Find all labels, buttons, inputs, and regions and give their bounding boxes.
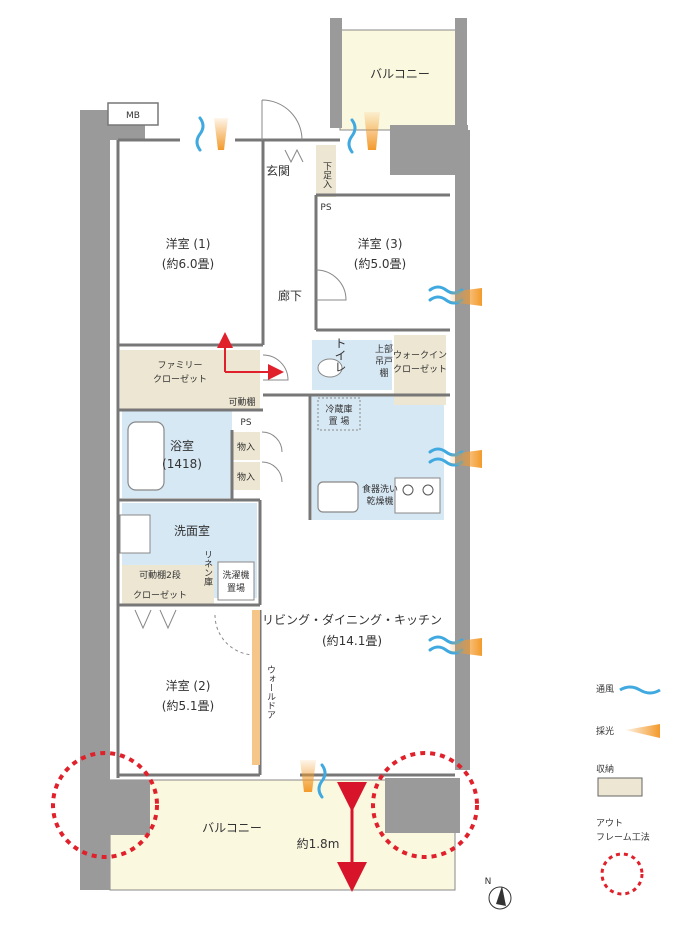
ldk-name: リビング・ダイニング・キッチン [262, 612, 442, 627]
wall-door-label: ウォールドア [265, 665, 276, 719]
washer-label-1: 洗濯機 [222, 569, 249, 581]
washer-space [217, 561, 255, 601]
interior-walls [116, 138, 455, 778]
legend-light-label: 採光 [596, 725, 614, 737]
movable-shelf-label: 可動棚 [228, 396, 255, 408]
balcony-top-area [339, 29, 459, 131]
corridor-label: 廊下 [278, 288, 302, 303]
genkan-label: 玄関 [266, 163, 290, 178]
washer-label-2: 置場 [227, 582, 245, 594]
bath-size: (1418) [162, 457, 202, 471]
burner-1 [402, 484, 414, 496]
outframe-circle-left [51, 751, 159, 859]
balcony-bottom-label: バルコニー [202, 821, 262, 835]
wall-door-strip [252, 610, 260, 765]
storage-label-2: 物入 [237, 471, 255, 483]
closet-label: クローゼット [133, 589, 187, 601]
ldk-size: (約14.1畳) [322, 633, 382, 648]
walkin-label-2: クローゼット [393, 363, 447, 375]
upper-shelf-label-1: 上部 [375, 343, 393, 355]
door-arc-w3 [315, 269, 347, 301]
family-closet-fill [120, 350, 260, 410]
fridge-space [317, 397, 361, 431]
legend-outframe-label-2: フレーム工法 [596, 831, 650, 843]
fridge-label-2: 置 場 [329, 415, 350, 427]
north-indicator [488, 886, 512, 910]
western2-name: 洋室 (2) [166, 678, 211, 693]
door-arc-w1 [262, 354, 289, 381]
closet-bottom-fill [122, 565, 200, 605]
western2-size: (約5.1畳) [162, 698, 214, 713]
legend-storage-swatch [597, 777, 643, 797]
legend-storage-label: 収納 [596, 763, 614, 775]
burner-2 [422, 484, 434, 496]
outframe-circle-right [371, 751, 479, 859]
bath-name: 浴室 [170, 438, 194, 453]
closet-doors-bottom [134, 609, 177, 630]
western1-name: 洋室 (1) [166, 236, 211, 251]
walkin-label-1: ウォークイン [393, 350, 447, 361]
toilet-label: トイレ [333, 337, 347, 373]
toilet-bowl [317, 358, 343, 378]
storage-fill-1 [232, 432, 260, 460]
upper-shelf-label-2: 吊戸 [375, 356, 393, 367]
legend-light-icon [625, 724, 660, 738]
wind-light-bottom [300, 760, 327, 799]
storage-fill-2 [232, 462, 260, 490]
wind-light-top-right [347, 112, 380, 154]
dishwasher-label-2: 乾燥機 [366, 495, 393, 507]
wind-light-right-3 [428, 635, 482, 656]
shoes-label: 下足入 [321, 162, 332, 189]
linen-label: リネン庫 [202, 550, 213, 587]
wind-light-right-2 [428, 447, 482, 468]
door-arc-storage [261, 431, 283, 483]
washbasin [119, 514, 151, 554]
shelf2-label: 可動棚2段 [139, 569, 181, 581]
mb-box [107, 102, 159, 126]
balcony-depth-label: 約1.8m [297, 836, 340, 851]
door-arc-w2 [214, 614, 256, 656]
balcony-top-label: バルコニー [370, 67, 430, 81]
legend-outframe-icon [600, 852, 644, 896]
stove [394, 477, 441, 514]
walkin-closet-fill [394, 335, 446, 405]
legend: 通風 採光 収納 アウト フレーム工法 [596, 684, 661, 896]
dishwasher-label-1: 食器洗い [362, 483, 398, 495]
family-closet-label-1: ファミリー [157, 361, 202, 371]
legend-outframe-label-1: アウト [596, 818, 623, 829]
legend-wind-icon [619, 685, 661, 695]
family-closet-label-2: クローゼット [153, 373, 207, 385]
north-label: N [485, 877, 492, 887]
kitchen-sink [317, 481, 359, 513]
western1-size: (約6.0畳) [162, 256, 214, 271]
shoes-fill [316, 145, 336, 197]
washroom-label: 洗面室 [174, 523, 210, 538]
linen-fill [200, 565, 214, 605]
entrance-door [261, 99, 303, 141]
western3-size: (約5.0畳) [354, 256, 406, 271]
wind-light-top-left [195, 116, 228, 152]
storage-label-1: 物入 [237, 441, 255, 453]
fridge-label-1: 冷蔵庫 [325, 403, 352, 415]
ps-top-label: PS [320, 203, 331, 213]
mb-label: MB [126, 111, 140, 121]
wind-light-right-1 [428, 285, 482, 306]
legend-wind-label: 通風 [596, 684, 614, 695]
ps-mid-label: PS [240, 418, 251, 428]
upper-shelf-label-3: 棚 [379, 367, 388, 379]
closet-doors-top [284, 148, 304, 164]
bathtub [127, 421, 165, 491]
western3-name: 洋室 (3) [358, 236, 403, 251]
